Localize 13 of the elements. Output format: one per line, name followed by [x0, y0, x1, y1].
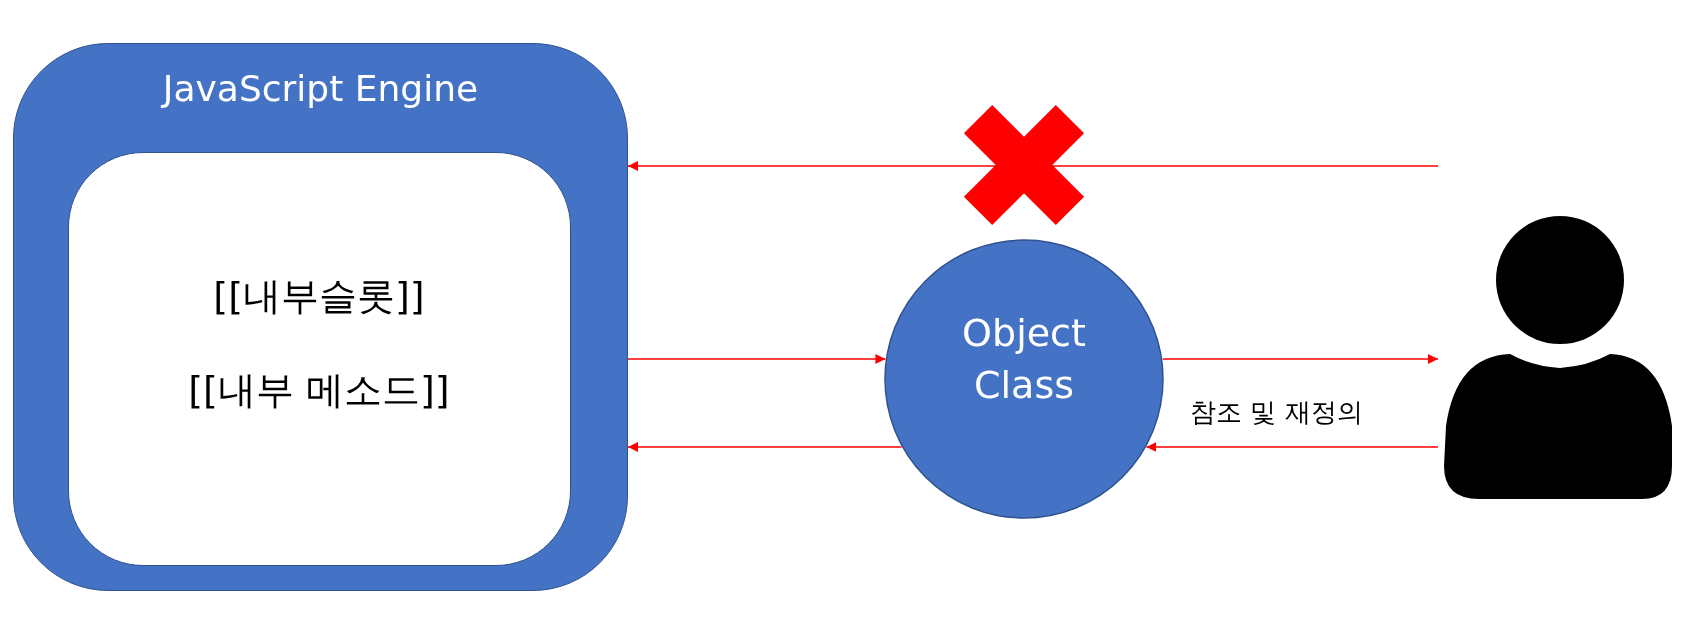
arrow — [627, 442, 903, 452]
slot-text: [[내부슬롯]] — [212, 272, 426, 320]
arrow — [627, 161, 1439, 171]
engine-box — [13, 43, 628, 591]
slot-text: [[내부 메소드]] — [187, 366, 451, 414]
arrow — [1145, 442, 1439, 452]
circle-label: Object Class — [961, 310, 1087, 409]
box-heading: JavaScript Engine — [160, 68, 480, 109]
arrow — [627, 354, 887, 364]
class-circle — [884, 239, 1164, 519]
arrow — [1161, 354, 1439, 364]
arrow-caption: 참조 및 재정의 — [1190, 396, 1363, 429]
slot-box — [67, 151, 571, 566]
